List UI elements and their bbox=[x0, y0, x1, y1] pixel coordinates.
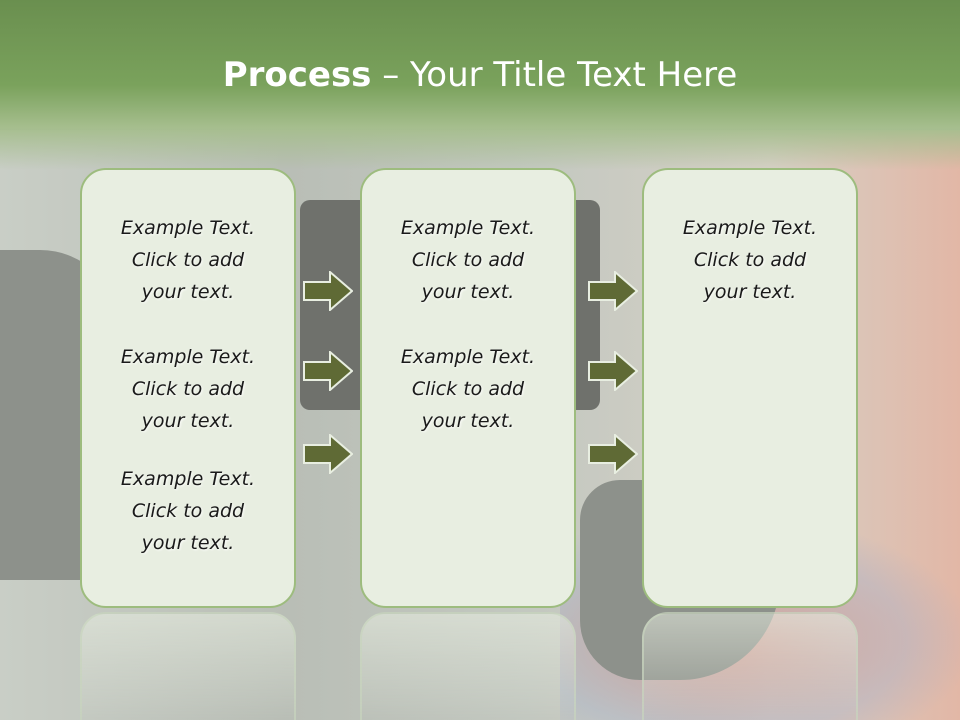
right-arrow-icon bbox=[303, 351, 353, 391]
box-text[interactable]: Example Text. Click to add your text. bbox=[120, 217, 256, 303]
box-reflection bbox=[642, 612, 858, 720]
box-reflection bbox=[80, 612, 296, 720]
right-arrow-icon bbox=[588, 434, 638, 474]
right-arrow-icon bbox=[588, 351, 638, 391]
slide-title[interactable]: Process – Your Title Text Here bbox=[0, 55, 960, 95]
process-box-2[interactable]: Example Text. Click to add your text. Ex… bbox=[360, 168, 576, 608]
box-text[interactable]: Example Text. Click to add your text. bbox=[682, 217, 818, 303]
header-band bbox=[0, 0, 960, 170]
box-text[interactable]: Example Text. Click to add your text. bbox=[120, 346, 256, 432]
right-arrow-icon bbox=[588, 271, 638, 311]
process-box-3[interactable]: Example Text. Click to add your text. bbox=[642, 168, 858, 608]
box-reflection bbox=[360, 612, 576, 720]
right-arrow-icon bbox=[303, 434, 353, 474]
right-arrow-icon bbox=[303, 271, 353, 311]
box-text[interactable]: Example Text. Click to add your text. bbox=[120, 468, 256, 554]
title-rest: – Your Title Text Here bbox=[371, 55, 738, 95]
box-text[interactable]: Example Text. Click to add your text. bbox=[400, 217, 536, 303]
process-box-1[interactable]: Example Text. Click to add your text. Ex… bbox=[80, 168, 296, 608]
title-bold: Process bbox=[222, 55, 372, 95]
box-text[interactable]: Example Text. Click to add your text. bbox=[400, 346, 536, 432]
